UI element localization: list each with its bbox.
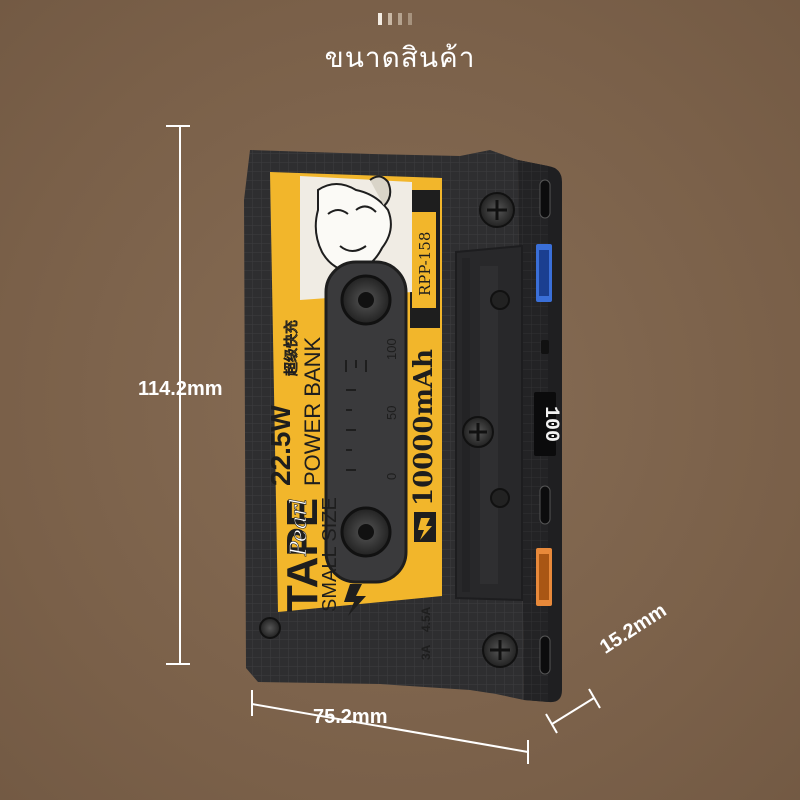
capacity: 10000mAh	[409, 349, 439, 506]
led-display	[534, 392, 556, 456]
indicator-dot[interactable]	[388, 13, 392, 25]
script-logo: Pearl	[287, 498, 312, 557]
model-number: RPP-158	[416, 232, 434, 296]
screw-icon	[462, 416, 494, 448]
power-cn: 超级快充	[283, 320, 300, 377]
carousel-indicator	[378, 13, 424, 25]
output-45a: 4.5A	[419, 606, 433, 632]
indicator-dot-active[interactable]	[378, 13, 382, 25]
screw-icon	[490, 290, 510, 310]
scale-ticks	[345, 360, 367, 471]
brand-small-size: SMALL SIZE	[319, 497, 341, 612]
portrait-illustration	[314, 175, 392, 274]
power-bank-text: POWER BANK	[300, 337, 325, 486]
height-dimension-line	[166, 125, 190, 665]
depth-dimension-line	[545, 688, 601, 734]
power-bank-side: 100	[518, 160, 562, 703]
reel-icon	[340, 506, 392, 558]
power-bank-front: 100 50 0 TAPE SMALL SIZE Pearl 22.5W 超级快…	[244, 150, 524, 700]
usb-c-port-icon	[539, 485, 551, 525]
width-dimension-label: 75.2mm	[313, 706, 388, 728]
screw-icon	[482, 632, 518, 668]
screw-icon	[490, 488, 510, 508]
lightning-icon	[414, 512, 436, 542]
screw-icon	[259, 617, 281, 639]
page-title: ขนาดสินค้า	[324, 41, 476, 74]
lightning-icon	[344, 584, 366, 616]
scale-label-0: 0	[384, 473, 399, 480]
height-dimension-label: 114.2mm	[138, 378, 223, 400]
output-3a: 3A	[419, 644, 433, 660]
screw-icon	[479, 192, 515, 228]
power-button-icon	[541, 340, 549, 354]
width-dimension-line	[251, 690, 529, 764]
reel-icon	[340, 274, 392, 326]
indicator-dot[interactable]	[398, 13, 402, 25]
scale-label-100: 100	[384, 338, 399, 360]
usb-c-port-icon	[539, 635, 551, 675]
scale-label-50: 50	[384, 406, 399, 420]
indicator-dot[interactable]	[408, 13, 412, 25]
reel-window	[324, 260, 408, 584]
display-readout: 100	[539, 406, 562, 442]
power-rating: 22.5W	[265, 405, 296, 486]
usb-c-port-icon	[539, 179, 551, 219]
brand-tape: TAPE	[278, 498, 327, 612]
